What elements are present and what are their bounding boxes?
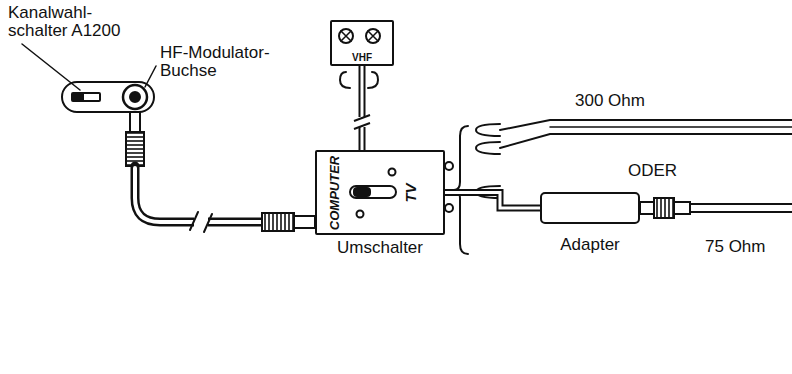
switch-box: UmschalterCOMPUTERTV bbox=[315, 150, 445, 235]
rca-plug-body bbox=[126, 132, 144, 166]
side-screw bbox=[445, 162, 453, 170]
cable-label: ODER bbox=[628, 162, 708, 180]
node-text: TV bbox=[403, 183, 419, 202]
callout-label: HF-Modulator- Buchse bbox=[160, 44, 285, 80]
side-screw bbox=[445, 204, 453, 212]
connector-group bbox=[354, 66, 370, 150]
twin-lead-connector bbox=[359, 66, 366, 150]
rf-jack bbox=[123, 85, 147, 109]
screw-slot bbox=[341, 31, 351, 41]
spade-fork bbox=[476, 142, 500, 154]
slide-switch-knob bbox=[354, 188, 370, 196]
rca-plug-body bbox=[262, 213, 294, 231]
node-text: Adapter bbox=[560, 236, 620, 254]
cable-break bbox=[204, 214, 212, 232]
node-text: Umschalter bbox=[337, 239, 423, 257]
twin-lead-inner bbox=[445, 193, 540, 209]
coax-cable bbox=[690, 203, 792, 205]
callout-label: Kanalwahl- schalter A1200 bbox=[8, 4, 133, 40]
screw-slot bbox=[368, 31, 378, 41]
channel-switch bbox=[72, 93, 100, 101]
node-text: COMPUTER bbox=[328, 155, 342, 229]
spade-fork bbox=[340, 72, 350, 88]
adapter-box: Adapter bbox=[540, 192, 640, 224]
coax-cable bbox=[690, 211, 792, 213]
switch-knob bbox=[74, 93, 83, 101]
screw-terminal bbox=[366, 29, 380, 43]
twin-lead-wire bbox=[500, 120, 792, 130]
mounting-hole bbox=[389, 169, 396, 176]
connector-group bbox=[445, 193, 540, 209]
cable-break bbox=[354, 123, 370, 129]
rca-cable bbox=[135, 166, 262, 222]
leader-line bbox=[22, 44, 80, 90]
twin-lead-inner bbox=[361, 66, 364, 150]
spade-fork bbox=[368, 72, 378, 88]
cable-break bbox=[190, 212, 198, 230]
terminal-block: VHF bbox=[330, 20, 394, 66]
rf-jack-pin bbox=[130, 92, 140, 102]
coax-plug-nut bbox=[654, 198, 674, 218]
coax-plug-neck bbox=[640, 202, 654, 214]
screw-terminal bbox=[339, 29, 353, 43]
cable-break bbox=[354, 115, 370, 121]
node-text: VHF bbox=[332, 53, 392, 64]
leader-line bbox=[145, 66, 156, 87]
twin-lead-wire bbox=[500, 134, 792, 148]
cable-label: 75 Ohm bbox=[705, 238, 789, 256]
coax-plug-body bbox=[674, 202, 690, 214]
rca-plug-tip bbox=[294, 216, 315, 228]
mounting-hole bbox=[357, 211, 364, 218]
rca-cable-inner bbox=[135, 168, 262, 222]
cable-label: 300 Ohm bbox=[575, 92, 685, 110]
twin-lead-web bbox=[550, 126, 792, 128]
rca-plug-tip bbox=[130, 112, 140, 132]
slide-switch-slot bbox=[350, 186, 396, 198]
spade-fork bbox=[476, 124, 500, 136]
twin-lead-connector bbox=[445, 193, 540, 209]
